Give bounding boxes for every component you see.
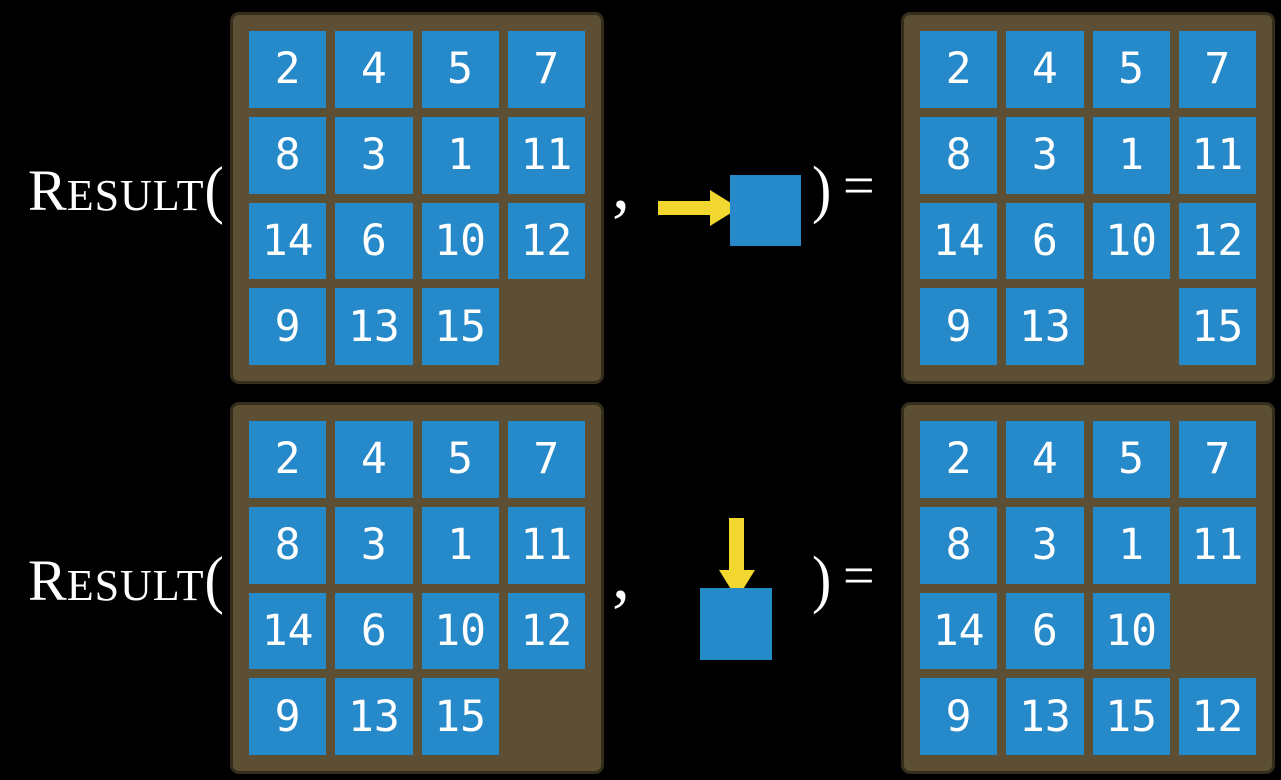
close-paren: ) [812, 542, 832, 615]
puzzle-tile-9: 9 [920, 288, 998, 365]
puzzle-tile-13: 13 [1006, 288, 1084, 365]
puzzle-tile-8: 8 [920, 506, 998, 584]
comma-separator: , [612, 144, 630, 224]
open-paren: ( [204, 542, 224, 616]
equals-sign: = [843, 155, 875, 217]
puzzle-tile-11: 11 [1178, 116, 1256, 194]
blank-tile-square [700, 588, 772, 660]
empty-cell [508, 678, 585, 755]
puzzle-tile-1: 1 [421, 116, 499, 194]
result-label-capital: R [28, 548, 67, 613]
empty-cell [508, 288, 585, 365]
puzzle-tile-5: 5 [1092, 421, 1170, 498]
puzzle-tile-14: 14 [249, 202, 327, 280]
comma-separator: , [612, 534, 630, 614]
right-arrow-icon [658, 201, 711, 215]
puzzle-tile-9: 9 [920, 678, 998, 755]
puzzle-tile-12: 12 [507, 592, 585, 670]
puzzle-tile-1: 1 [421, 506, 499, 584]
puzzle-tile-6: 6 [1006, 202, 1084, 280]
puzzle-tile-2: 2 [249, 31, 327, 108]
puzzle-tile-6: 6 [335, 592, 413, 670]
puzzle-tile-15: 15 [421, 678, 499, 755]
puzzle-tile-3: 3 [335, 506, 413, 584]
result-function-label: R ESULT ( [28, 547, 224, 613]
puzzle-tile-13: 13 [1006, 678, 1084, 755]
puzzle-tile-9: 9 [249, 288, 327, 365]
puzzle-tile-5: 5 [421, 31, 499, 108]
puzzle-tile-3: 3 [335, 116, 413, 194]
puzzle-tile-12: 12 [1178, 678, 1256, 755]
puzzle-tile-7: 7 [507, 421, 585, 498]
open-paren: ( [204, 152, 224, 226]
puzzle-tile-3: 3 [1006, 506, 1084, 584]
puzzle-tile-4: 4 [1006, 31, 1084, 108]
empty-cell [1179, 593, 1256, 670]
puzzle-tile-4: 4 [335, 31, 413, 108]
puzzle-tile-15: 15 [1092, 678, 1170, 755]
puzzle-tile-10: 10 [1092, 202, 1170, 280]
puzzle-tile-8: 8 [920, 116, 998, 194]
down-arrow-icon [729, 518, 744, 571]
puzzle-tile-12: 12 [1178, 202, 1256, 280]
puzzle-tile-7: 7 [1178, 31, 1256, 108]
puzzle-tile-3: 3 [1006, 116, 1084, 194]
puzzle-tile-10: 10 [1092, 592, 1170, 670]
result-label-smallcaps: ESULT [66, 561, 205, 610]
puzzle-tile-5: 5 [421, 421, 499, 498]
equals-sign: = [843, 545, 875, 607]
puzzle-tile-4: 4 [335, 421, 413, 498]
puzzle-tile-6: 6 [335, 202, 413, 280]
result-label-smallcaps: ESULT [66, 171, 205, 220]
puzzle-tile-10: 10 [421, 202, 499, 280]
puzzle-tile-7: 7 [1178, 421, 1256, 498]
puzzle-tile-2: 2 [920, 421, 998, 498]
puzzle-tile-5: 5 [1092, 31, 1170, 108]
puzzle-tile-4: 4 [1006, 421, 1084, 498]
puzzle-tile-11: 11 [507, 116, 585, 194]
puzzle-tile-12: 12 [507, 202, 585, 280]
puzzle-tile-1: 1 [1092, 116, 1170, 194]
puzzle-tile-10: 10 [421, 592, 499, 670]
result-function-label: R ESULT ( [28, 157, 224, 223]
puzzle-tile-15: 15 [1178, 288, 1256, 365]
puzzle-tile-11: 11 [1178, 506, 1256, 584]
puzzle-tile-1: 1 [1092, 506, 1170, 584]
puzzle-tile-8: 8 [249, 116, 327, 194]
puzzle-tile-6: 6 [1006, 592, 1084, 670]
puzzle-tile-15: 15 [421, 288, 499, 365]
puzzle-tile-13: 13 [335, 288, 413, 365]
puzzle-tile-2: 2 [249, 421, 327, 498]
puzzle-tile-9: 9 [249, 678, 327, 755]
close-paren: ) [812, 152, 832, 225]
puzzle-tile-14: 14 [920, 202, 998, 280]
empty-cell [1093, 288, 1170, 365]
puzzle-tile-13: 13 [335, 678, 413, 755]
puzzle-tile-14: 14 [249, 592, 327, 670]
puzzle-tile-8: 8 [249, 506, 327, 584]
blank-tile-square [730, 175, 801, 246]
puzzle-tile-11: 11 [507, 506, 585, 584]
puzzle-tile-14: 14 [920, 592, 998, 670]
puzzle-tile-2: 2 [920, 31, 998, 108]
result-label-capital: R [28, 158, 67, 223]
puzzle-tile-7: 7 [507, 31, 585, 108]
